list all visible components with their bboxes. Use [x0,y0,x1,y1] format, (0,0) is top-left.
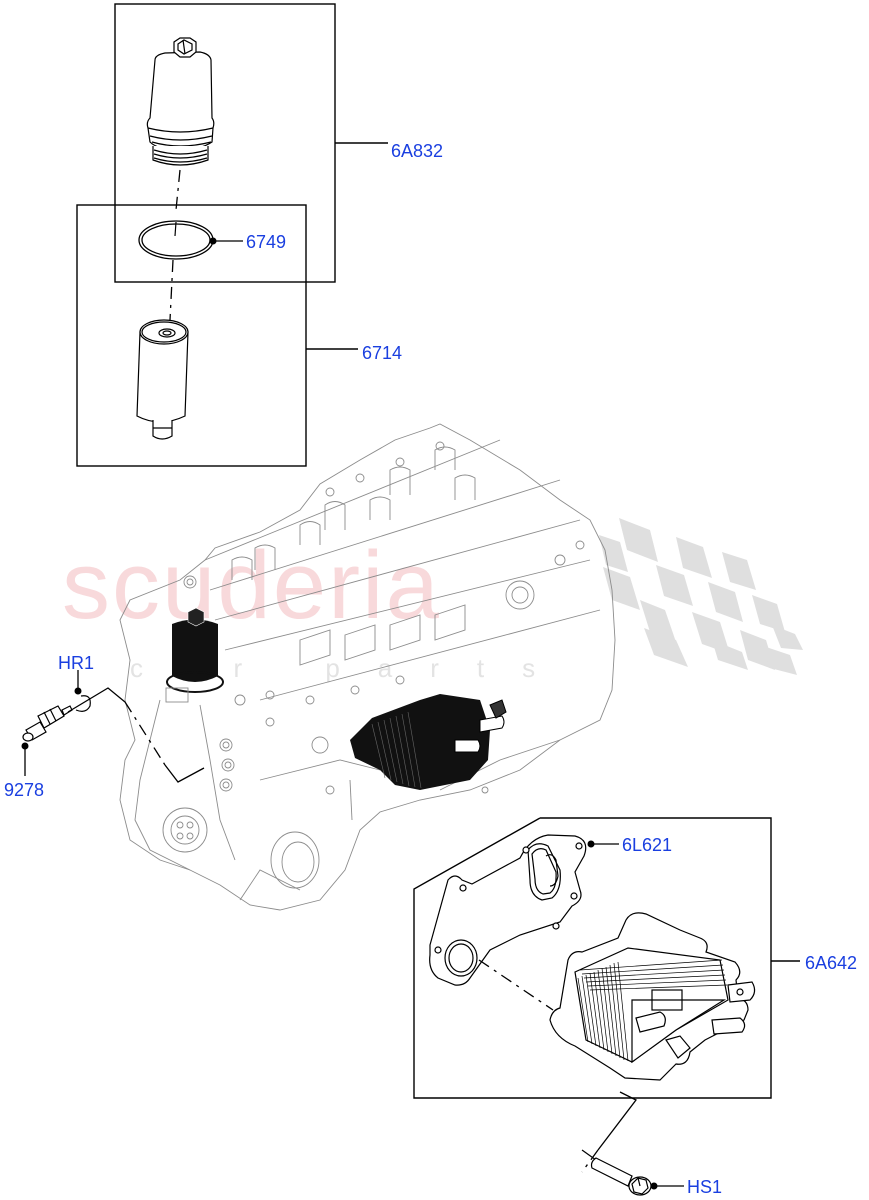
callout-HR1[interactable]: HR1 [58,653,95,673]
callout-HS1[interactable]: HS1 [687,1177,723,1197]
box-6A832 [114,3,388,283]
leader-9278 [21,742,29,776]
box-6714 [76,204,358,467]
oil-cooler-gasket-drawing [429,834,587,986]
oil-filter-element-drawing [136,319,189,440]
callout-6L621[interactable]: 6L621 [622,835,673,855]
install-path-6A642 [581,1091,637,1173]
oil-cooler-drawing [549,912,756,1081]
leader-6L621 [587,840,619,848]
pressure-switch-drawing [22,705,73,742]
callout-6A642[interactable]: 6A642 [805,953,858,973]
callout-6A832[interactable]: 6A832 [391,141,444,161]
leader-HR1 [74,670,82,695]
checkered-flag-watermark [599,518,803,675]
oil-cooler-installed-drawing [350,694,507,790]
leader-6749 [209,237,243,245]
oil-filter-installed-drawing [165,607,224,703]
bolt-drawing [581,1149,652,1196]
callout-9278[interactable]: 9278 [4,780,45,800]
leader-HS1 [650,1182,684,1190]
oil-filter-cap-drawing [146,37,215,166]
sealing-ring-drawing [75,695,91,712]
box-6A642 [413,817,800,1099]
install-path-9278 [67,687,205,783]
callout-6714[interactable]: 6714 [362,343,403,363]
callout-6749[interactable]: 6749 [246,232,287,252]
engine-block-drawing [119,423,616,911]
